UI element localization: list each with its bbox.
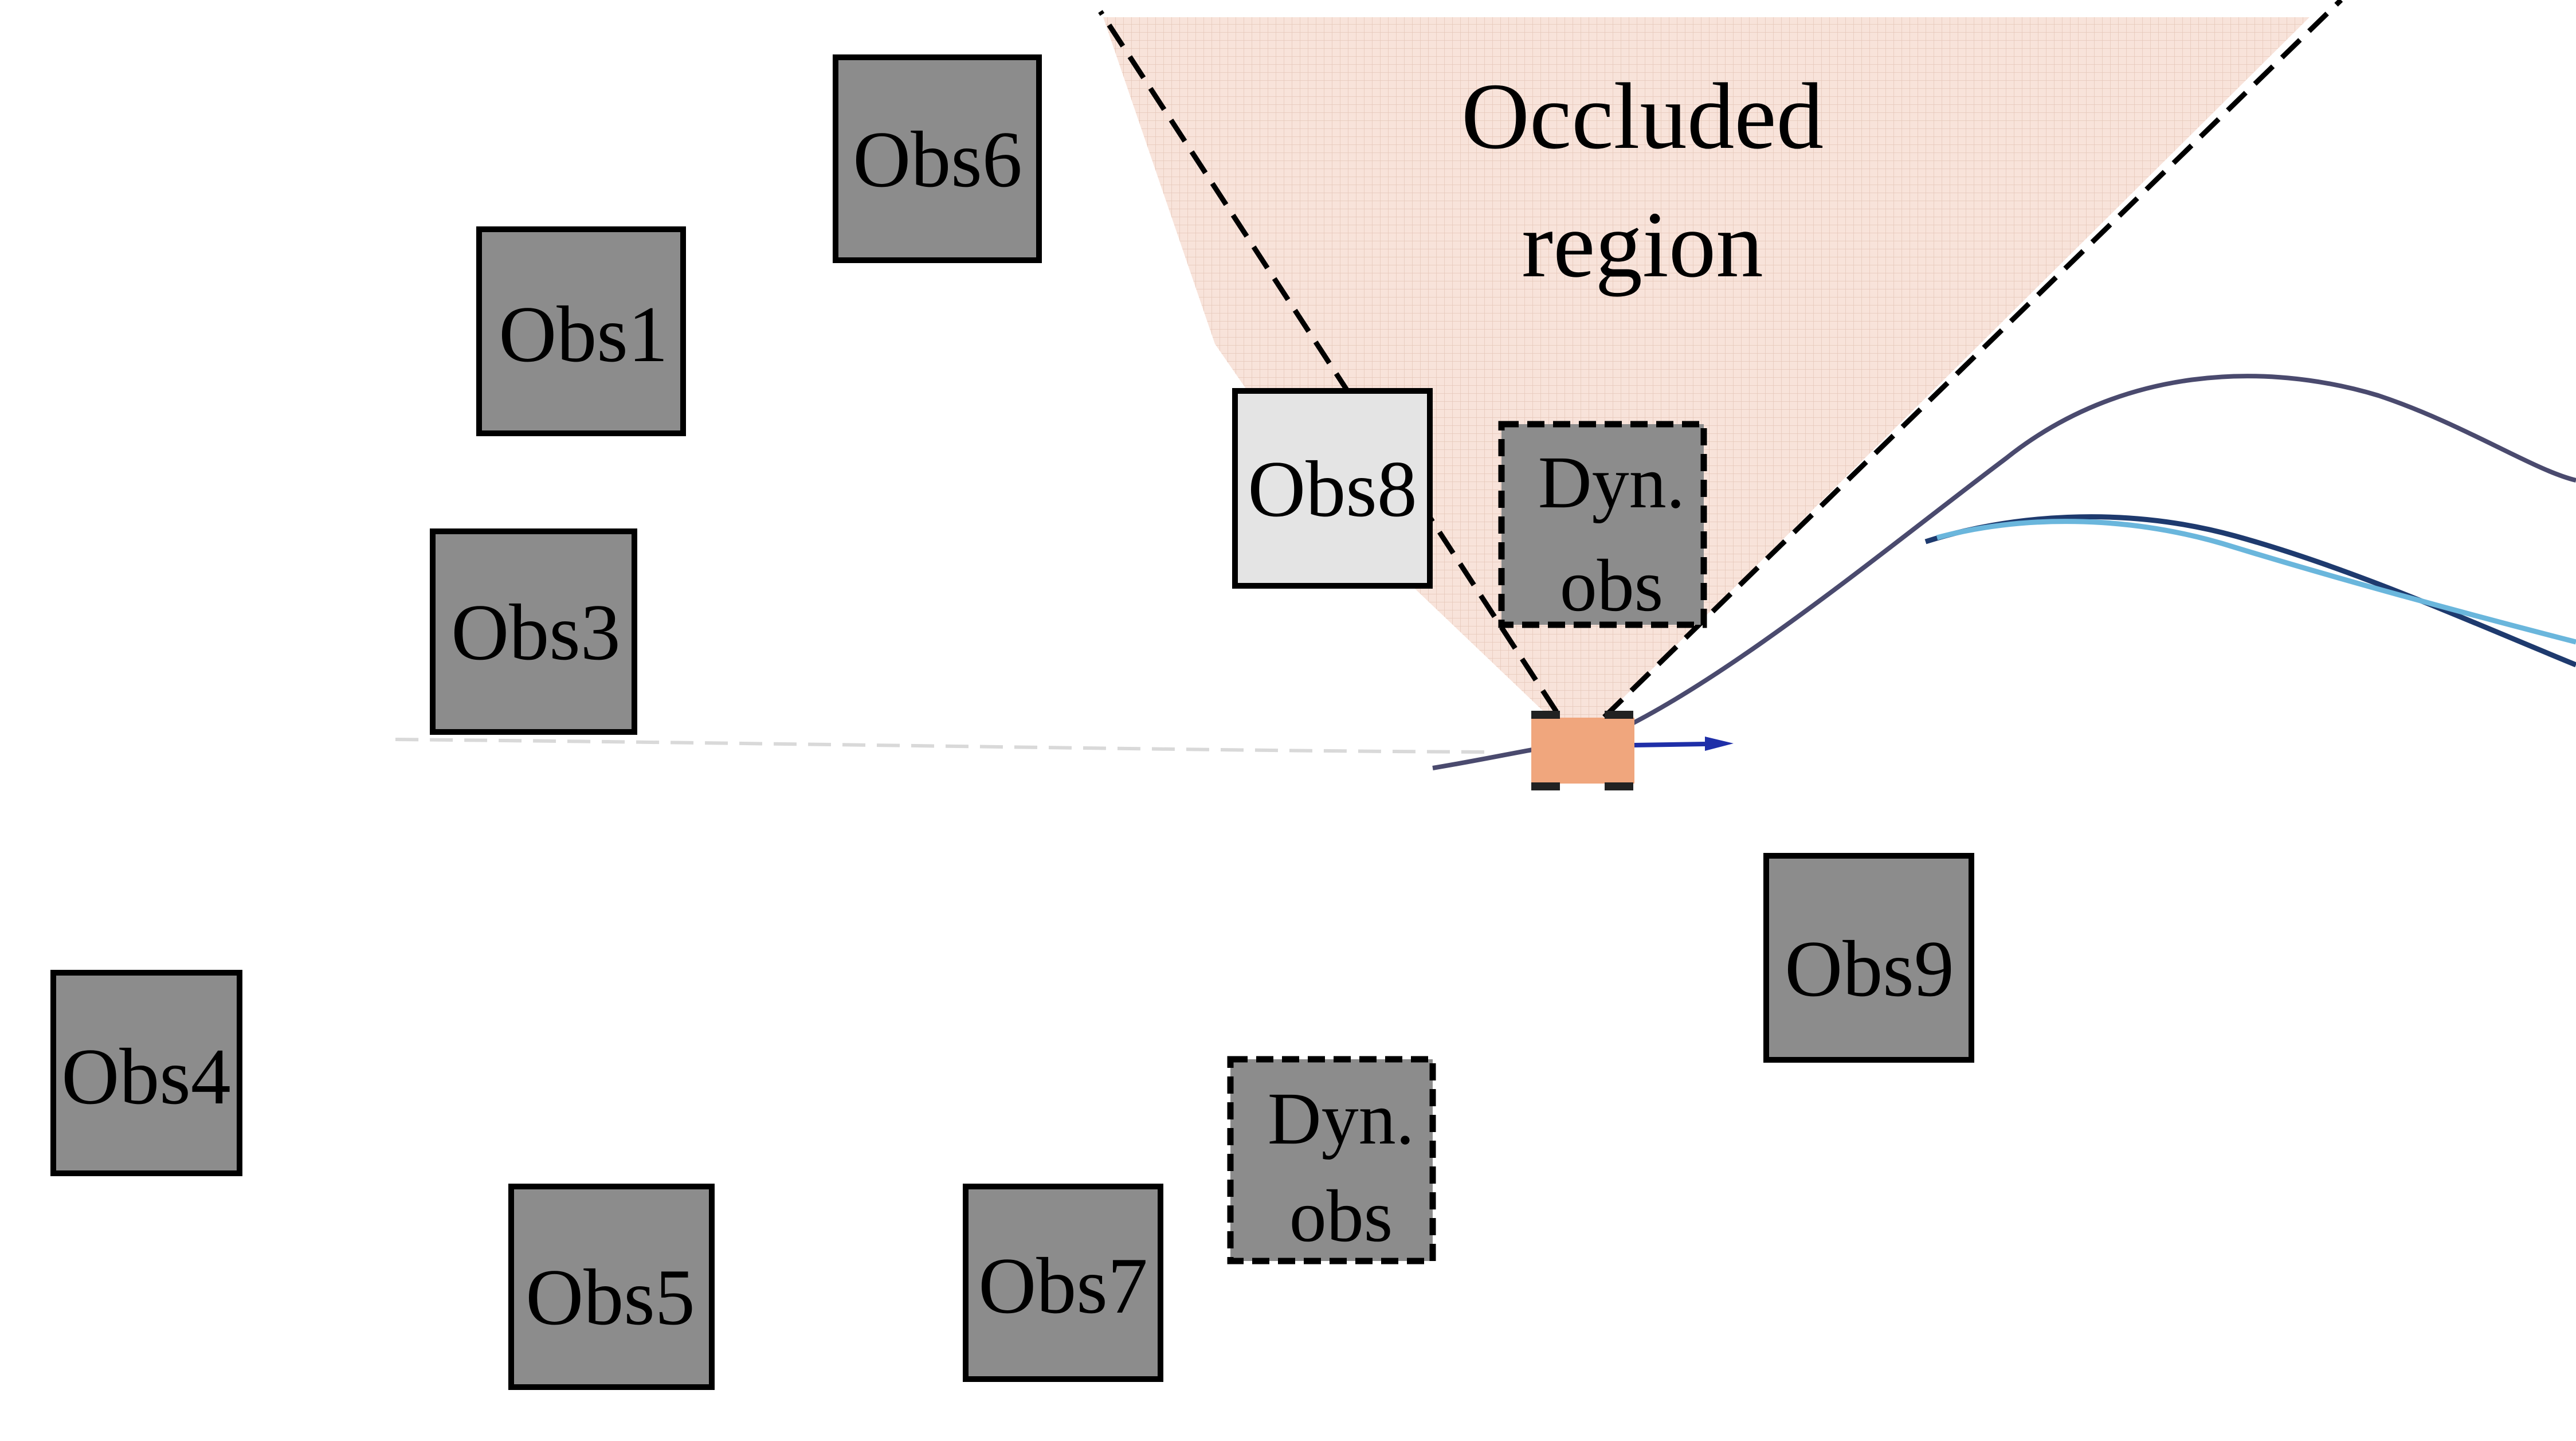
trajectory-dark xyxy=(1924,514,2576,668)
obstacle-label: Obs4 xyxy=(61,1032,231,1121)
obstacle-label: Obs8 xyxy=(1248,445,1417,534)
dynamic-obstacle-top: Dyn. obs xyxy=(1498,421,1707,628)
ego-vehicle xyxy=(1531,711,1734,790)
obstacle-obs1: Obs1 xyxy=(476,226,686,436)
heading-arrow-shaft xyxy=(1634,742,1705,747)
obstacle-label: Obs1 xyxy=(499,290,668,379)
obstacle-obs9: Obs9 xyxy=(1763,853,1974,1063)
occluded-region: Occluded region xyxy=(1103,17,2310,743)
heading-arrow-icon xyxy=(1705,737,1734,751)
obstacle-obs5: Obs5 xyxy=(508,1184,715,1390)
fov-left-boundary xyxy=(1098,10,1579,745)
obstacle-obs8: Obs8 xyxy=(1232,388,1433,589)
fov-right-boundary xyxy=(1575,0,2343,746)
obstacle-obs6: Obs6 xyxy=(833,54,1042,263)
occluded-region-label-line1: Occluded xyxy=(1461,64,1824,169)
trajectory-light xyxy=(1936,519,2576,645)
dynamic-obstacle-label-line2: obs xyxy=(1289,1175,1393,1258)
dynamic-obstacle-label-line2: obs xyxy=(1560,545,1664,627)
obstacle-obs4: Obs4 xyxy=(50,970,242,1176)
past-path xyxy=(395,738,1491,754)
obstacle-obs3: Obs3 xyxy=(430,528,637,735)
obstacle-label: Obs3 xyxy=(451,588,621,677)
obstacle-label: Obs9 xyxy=(1785,925,1954,1013)
obstacle-label: Obs6 xyxy=(853,115,1022,204)
occluded-region-label-line2: region xyxy=(1522,192,1763,297)
dynamic-obstacle-label-line1: Dyn. xyxy=(1268,1078,1414,1160)
sensor-fov-boundaries xyxy=(1098,0,2343,746)
obstacle-obs7: Obs7 xyxy=(963,1184,1163,1382)
obstacle-label: Obs5 xyxy=(526,1253,695,1342)
dynamic-obstacle-bottom: Dyn. obs xyxy=(1227,1056,1436,1264)
dynamic-obstacles: Dyn. obs Dyn. obs xyxy=(1227,421,1707,1264)
dynamic-obstacle-label-line1: Dyn. xyxy=(1538,441,1685,524)
obstacle-label: Obs7 xyxy=(978,1242,1148,1330)
static-obstacles: Obs1 Obs3 Obs4 Obs5 Obs6 Obs7 Obs8 Obs9 xyxy=(50,54,1974,1390)
